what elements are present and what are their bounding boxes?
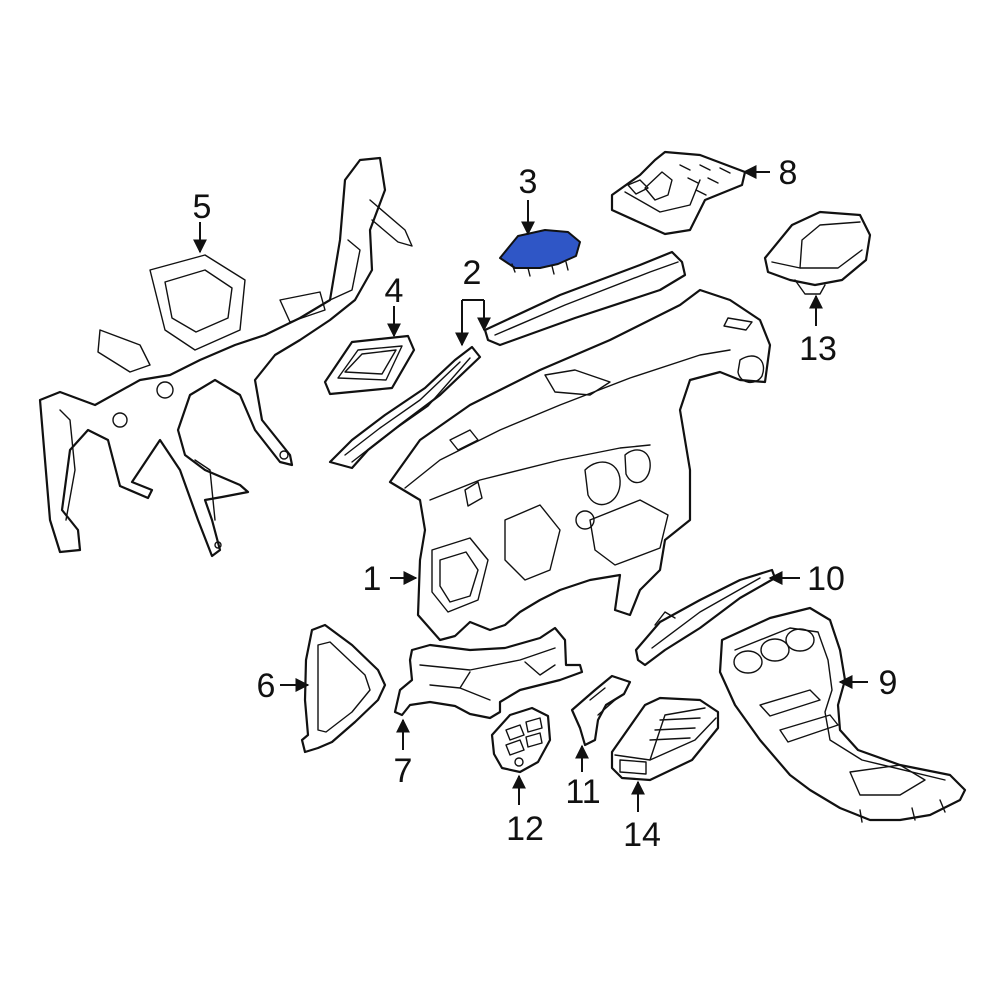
part-5-support-frame[interactable] xyxy=(38,156,413,558)
callout-11[interactable]: 11 xyxy=(565,773,600,811)
part-4-vent-bezel[interactable] xyxy=(323,334,416,396)
callout-13[interactable]: 13 xyxy=(799,330,837,368)
callout-7[interactable]: 7 xyxy=(394,752,413,790)
part-3-cover-highlighted[interactable] xyxy=(499,229,581,277)
part-2-defroster-strip[interactable] xyxy=(328,250,687,470)
part-9-center-console[interactable] xyxy=(718,606,967,823)
callout-numbers: 1 2 3 4 5 6 7 8 9 10 11 12 13 14 xyxy=(193,154,898,854)
part-13-module[interactable] xyxy=(763,210,872,295)
callout-6[interactable]: 6 xyxy=(257,667,276,705)
part-6-trim-panel[interactable] xyxy=(300,623,387,754)
callout-5[interactable]: 5 xyxy=(193,188,212,226)
leader-lines xyxy=(193,165,868,812)
callout-12[interactable]: 12 xyxy=(506,810,544,848)
callout-1[interactable]: 1 xyxy=(363,560,382,598)
callout-2[interactable]: 2 xyxy=(463,254,482,292)
callout-3[interactable]: 3 xyxy=(519,163,538,201)
part-8-control-module[interactable] xyxy=(610,150,747,236)
callout-10[interactable]: 10 xyxy=(807,560,845,598)
part-14-module[interactable] xyxy=(610,696,720,782)
part-12-switch-unit[interactable] xyxy=(490,706,552,774)
callout-14[interactable]: 14 xyxy=(623,816,661,854)
part-11-trim-piece[interactable] xyxy=(570,674,632,747)
part-7-bracket[interactable] xyxy=(393,626,584,720)
callout-9[interactable]: 9 xyxy=(879,664,898,702)
callout-8[interactable]: 8 xyxy=(779,154,798,192)
callout-4[interactable]: 4 xyxy=(385,272,404,310)
part-10-trim-strip[interactable] xyxy=(634,568,777,667)
part-1-instrument-panel[interactable] xyxy=(388,288,772,642)
